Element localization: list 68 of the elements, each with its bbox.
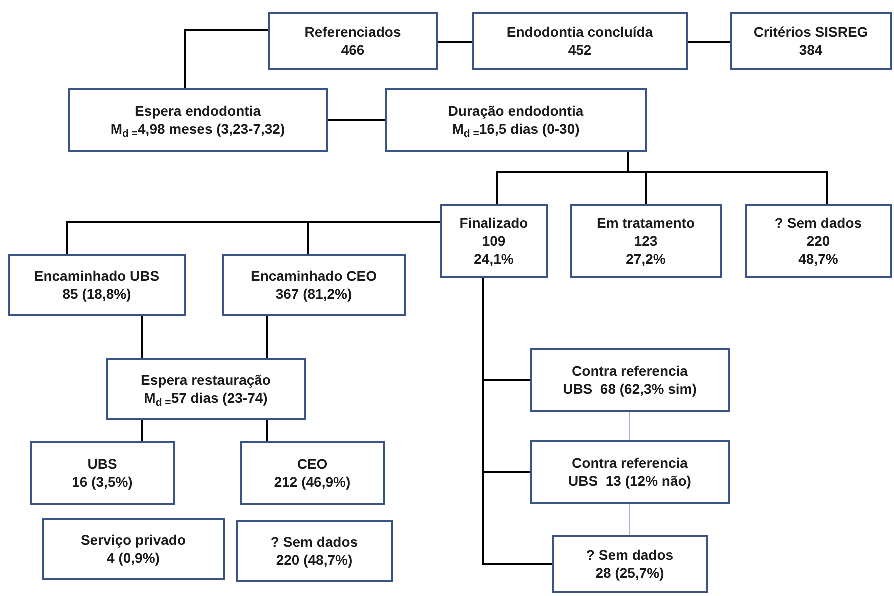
node-text: Espera restauração (141, 371, 271, 389)
connector-line (438, 41, 472, 43)
node-text: Referenciados (304, 23, 402, 41)
process-box (552, 535, 708, 593)
node-text: M$_{d =}$16,5 dias (0-30) (452, 120, 580, 138)
node-text: Serviço privado (80, 531, 186, 549)
node-text: 4 (0,9%) (107, 549, 160, 567)
process-box (570, 204, 722, 278)
node-text: 367 (81,2%) (276, 285, 352, 303)
process-box (440, 204, 548, 278)
process-box (530, 348, 730, 412)
connector-line (688, 41, 730, 43)
process-box (240, 441, 385, 505)
connector-line (307, 221, 440, 254)
connector-line (627, 152, 828, 204)
process-box (30, 441, 175, 505)
node-text: Encaminhado CEO (250, 267, 378, 285)
connector-line (266, 316, 268, 358)
node-text: UBS 13 (12% não) (568, 472, 692, 490)
process-box (68, 88, 328, 152)
connector-line (266, 420, 268, 441)
node-text: UBS 68 (62,3% sim) (563, 380, 697, 398)
connector-line (482, 278, 552, 565)
node-text: 27,2% (626, 250, 666, 268)
node-text: ? Sem dados (270, 533, 358, 551)
node-text: M$_{d =}$57 dias (23-74) (144, 389, 268, 407)
node-text: ? Sem dados (774, 214, 862, 232)
process-box (268, 12, 438, 70)
node-text: Critérios SISREG (754, 23, 868, 41)
node-text: Finalizado (460, 214, 528, 232)
node-text: 220 (48,7%) (276, 551, 353, 569)
process-box (42, 518, 225, 580)
node-text: 28 (25,7%) (596, 564, 664, 582)
node-text: 24,1% (474, 250, 514, 268)
node-text: 466 (341, 41, 365, 59)
process-box (222, 254, 406, 316)
node-text: Encaminhado UBS (34, 267, 160, 285)
node-text: Espera endodontia (134, 102, 262, 120)
process-box (106, 358, 306, 420)
process-box (745, 204, 892, 278)
process-box (730, 12, 892, 70)
connector-line (328, 119, 385, 121)
node-text: Em tratamento (596, 214, 696, 232)
node-text: 85 (18,8%) (62, 285, 132, 303)
process-box (236, 520, 393, 582)
node-text: 212 (46,9%) (274, 473, 351, 491)
process-box (385, 88, 647, 152)
process-box (8, 254, 186, 316)
node-text: UBS (88, 455, 118, 473)
process-box (530, 440, 730, 504)
node-text: CEO (297, 455, 328, 473)
connector-line (184, 29, 268, 88)
node-text: ? Sem dados (586, 546, 674, 564)
node-text: M$_{d =}$4,98 meses (3,23-7,32) (110, 120, 286, 138)
node-text: 452 (568, 41, 592, 59)
node-text: 48,7% (798, 250, 838, 268)
process-box (472, 12, 688, 70)
node-text: 109 (482, 232, 506, 250)
node-text: Contra referencia (572, 362, 688, 380)
node-text: 220 (806, 232, 830, 250)
connector-line (141, 420, 143, 441)
node-text: 16 (3,5%) (72, 473, 133, 491)
node-text: Duração endodontia (448, 102, 584, 120)
connector-line (141, 316, 143, 358)
node-text: Endodontia concluída (506, 23, 654, 41)
node-text: 384 (799, 41, 823, 59)
node-text: 123 (634, 232, 658, 250)
node-text: Contra referencia (572, 454, 688, 472)
